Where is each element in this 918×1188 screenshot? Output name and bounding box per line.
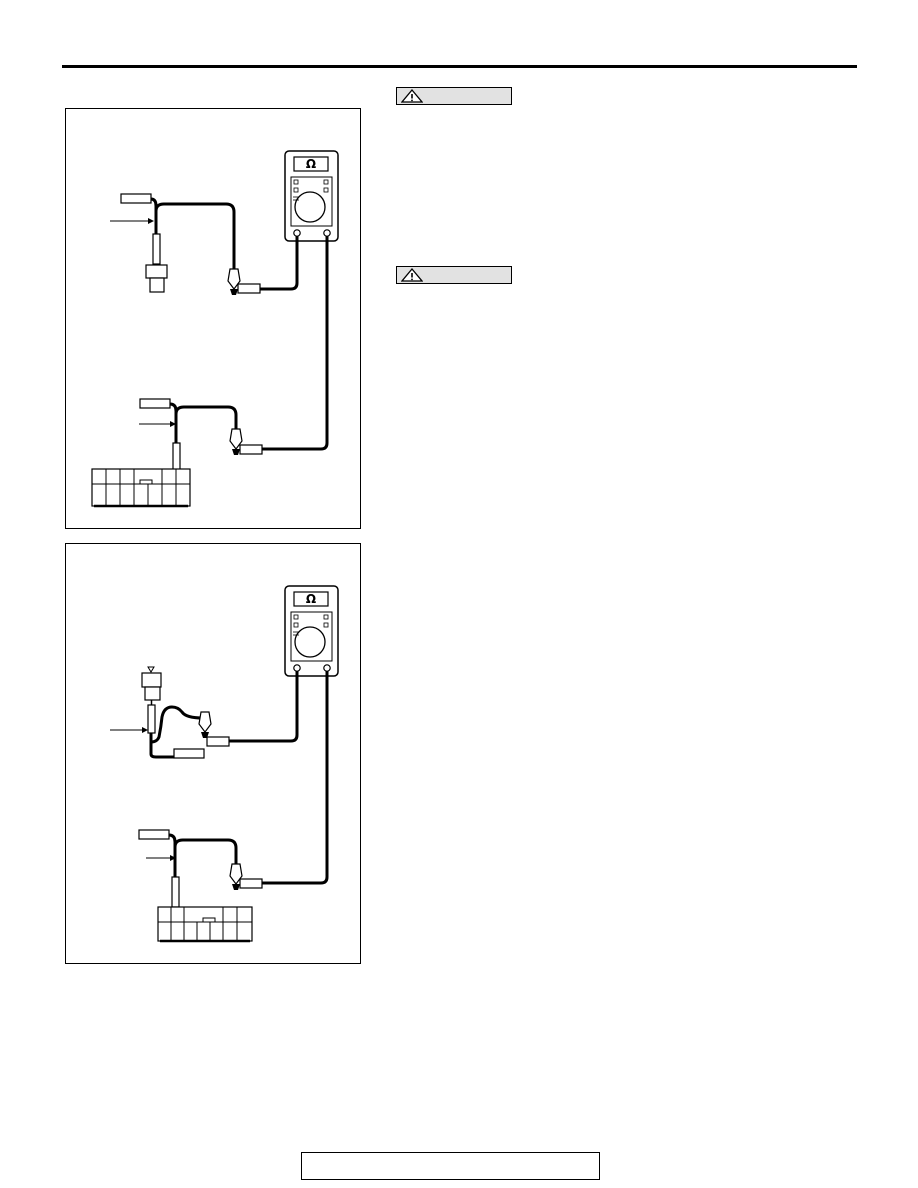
- alligator-clip-icon: [229, 428, 243, 455]
- meter-ohm-symbol: Ω: [306, 592, 316, 606]
- meter-terminal: [293, 229, 301, 237]
- meter-dial: [294, 191, 326, 223]
- wiring-diagram-figure-2: Ω: [65, 543, 361, 964]
- upper-probe-assembly: [110, 666, 299, 759]
- sensor-plug-icon: [141, 666, 162, 701]
- warning-triangle-icon: [401, 268, 423, 282]
- lower-probe-assembly: [91, 236, 329, 508]
- lower-probe-assembly: [138, 671, 329, 943]
- upper-probe-assembly: [110, 193, 299, 295]
- header-rule: [62, 65, 857, 68]
- meter-terminal: [293, 664, 301, 672]
- alligator-clip-icon: [198, 711, 212, 738]
- footer-box: [301, 1152, 600, 1180]
- alligator-clip-icon: [227, 268, 241, 295]
- warning-triangle-icon: [401, 89, 423, 103]
- warning-caution-box: [396, 87, 512, 105]
- harness-connector-icon: [91, 468, 191, 508]
- meter-terminal: [323, 229, 331, 237]
- wiring-diagram-figure-1: Ω: [65, 108, 361, 529]
- meter-terminal: [323, 664, 331, 672]
- harness-connector-icon: [157, 906, 253, 943]
- sensor-plug-icon: [145, 264, 168, 293]
- warning-caution-box: [396, 266, 512, 284]
- meter-ohm-symbol: Ω: [306, 157, 316, 171]
- meter-dial: [294, 626, 326, 658]
- multimeter-icon: Ω: [284, 150, 339, 242]
- alligator-clip-icon: [229, 863, 243, 890]
- multimeter-icon: Ω: [284, 585, 339, 677]
